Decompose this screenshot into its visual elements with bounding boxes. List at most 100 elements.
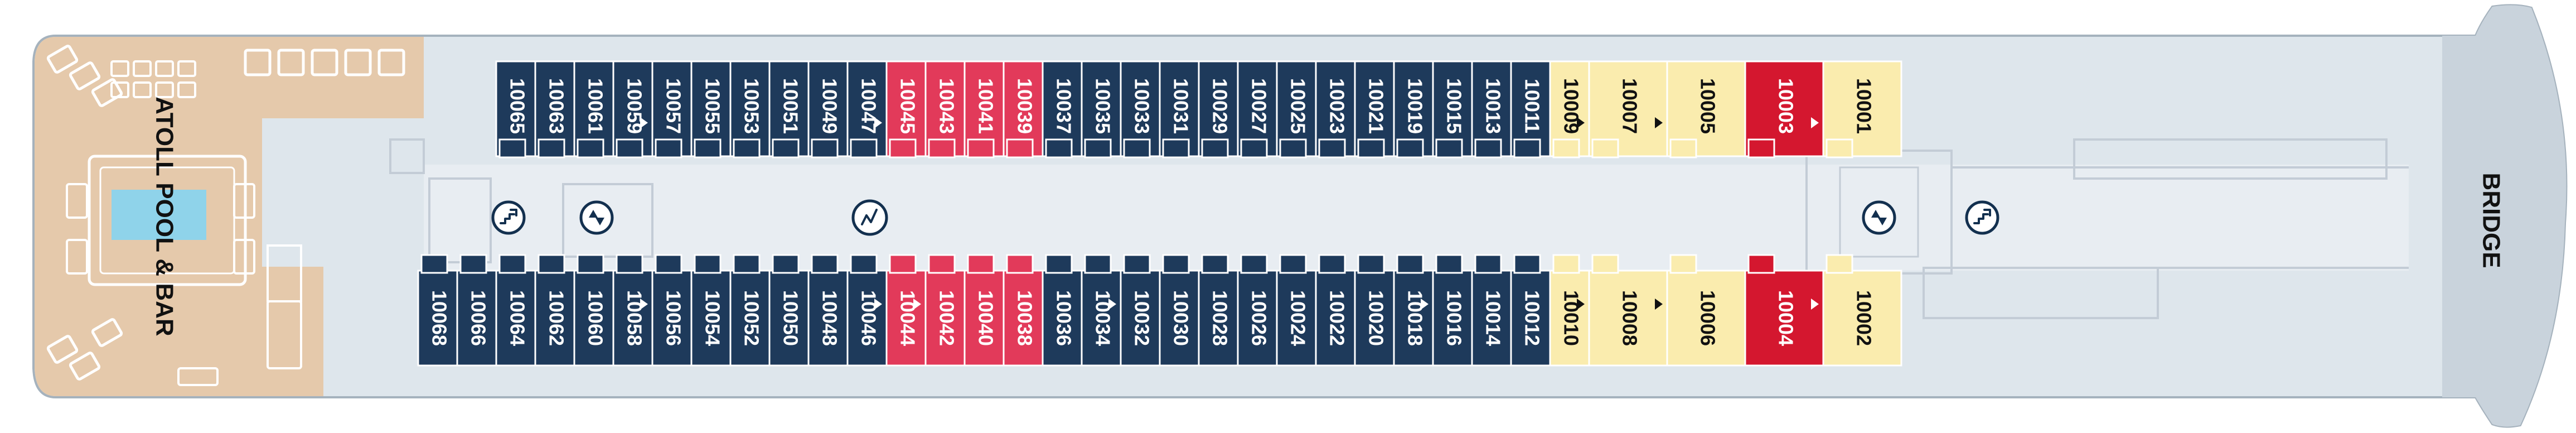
cabin-10007[interactable]: 10007 [1588, 60, 1668, 158]
cabin-number: 10008 [1618, 290, 1641, 346]
cabin-10008[interactable]: 10008 [1588, 254, 1668, 367]
corridor-details [267, 138, 2409, 319]
cabin-number: 10043 [935, 78, 958, 134]
cabin-10064[interactable]: 10064 [495, 254, 536, 367]
cabin-number: 10049 [818, 78, 841, 134]
cabin-10057[interactable]: 10057 [651, 60, 693, 158]
cabin-10006[interactable]: 10006 [1666, 254, 1746, 367]
cabin-number: 10001 [1852, 78, 1875, 134]
cabin-10011[interactable]: 10011 [1510, 60, 1551, 158]
cabin-number: 10012 [1521, 290, 1543, 346]
cabin-number: 10007 [1618, 78, 1641, 134]
cabin-10039[interactable]: 10039 [1003, 60, 1044, 158]
cabin-10052[interactable]: 10052 [729, 254, 771, 367]
cabin-number: 10066 [467, 290, 490, 346]
cabin-number: 10063 [545, 78, 568, 134]
cabin-10046[interactable]: 10046 [846, 254, 888, 367]
cabin-10043[interactable]: 10043 [924, 60, 966, 158]
cabin-10012[interactable]: 10012 [1510, 254, 1551, 367]
cabin-number: 10062 [545, 290, 568, 346]
cabin-number: 10055 [701, 78, 724, 134]
cabin-number: 10064 [506, 290, 529, 346]
cabin-10001[interactable]: 10001 [1822, 60, 1902, 158]
cabin-10033[interactable]: 10033 [1120, 60, 1161, 158]
cabin-number: 10033 [1130, 78, 1153, 134]
cabin-10024[interactable]: 10024 [1276, 254, 1317, 367]
cabin-10065[interactable]: 10065 [495, 60, 536, 158]
cabin-number: 10021 [1364, 78, 1387, 134]
cabin-10018[interactable]: 10018 [1393, 254, 1434, 367]
cabin-10022[interactable]: 10022 [1315, 254, 1356, 367]
cabin-10040[interactable]: 10040 [963, 254, 1005, 367]
cabin-10061[interactable]: 10061 [573, 60, 614, 158]
cabin-10027[interactable]: 10027 [1237, 60, 1278, 158]
cabin-10021[interactable]: 10021 [1354, 60, 1395, 158]
cabin-10005[interactable]: 10005 [1666, 60, 1746, 158]
accessible-icon [1577, 117, 1585, 128]
cabin-10058[interactable]: 10058 [612, 254, 653, 367]
cabin-10060[interactable]: 10060 [573, 254, 614, 367]
cabin-10050[interactable]: 10050 [768, 254, 810, 367]
cabin-10031[interactable]: 10031 [1159, 60, 1200, 158]
cabin-10034[interactable]: 10034 [1081, 254, 1122, 367]
cabin-10066[interactable]: 10066 [456, 254, 497, 367]
cabin-number: 10037 [1052, 78, 1075, 134]
cabin-10035[interactable]: 10035 [1081, 60, 1122, 158]
cabin-10010[interactable]: 10010 [1549, 254, 1590, 367]
cabin-number: 10054 [701, 290, 724, 346]
cabin-10045[interactable]: 10045 [885, 60, 927, 158]
accessible-icon [1577, 299, 1585, 310]
cabin-10030[interactable]: 10030 [1159, 254, 1200, 367]
cabin-number: 10029 [1208, 78, 1231, 134]
cabin-10063[interactable]: 10063 [534, 60, 575, 158]
cabin-10048[interactable]: 10048 [807, 254, 849, 367]
cabin-number: 10023 [1325, 78, 1348, 134]
cabin-10014[interactable]: 10014 [1471, 254, 1512, 367]
cabin-10023[interactable]: 10023 [1315, 60, 1356, 158]
cabin-10047[interactable]: 10047 [846, 60, 888, 158]
cabin-number: 10036 [1052, 290, 1075, 346]
cabin-number: 10027 [1247, 78, 1270, 134]
cabin-10032[interactable]: 10032 [1120, 254, 1161, 367]
cabin-10055[interactable]: 10055 [690, 60, 732, 158]
cabin-number: 10018 [1403, 290, 1426, 346]
cabin-10054[interactable]: 10054 [690, 254, 732, 367]
cabin-10002[interactable]: 10002 [1822, 254, 1902, 367]
cabin-10059[interactable]: 10059 [612, 60, 653, 158]
cabin-10009[interactable]: 10009 [1549, 60, 1590, 158]
cabin-10049[interactable]: 10049 [807, 60, 849, 158]
cabin-10038[interactable]: 10038 [1003, 254, 1044, 367]
cabin-10053[interactable]: 10053 [729, 60, 771, 158]
cabin-10013[interactable]: 10013 [1471, 60, 1512, 158]
cabin-10062[interactable]: 10062 [534, 254, 575, 367]
cabin-number: 10053 [740, 78, 763, 134]
accessible-icon [1108, 299, 1116, 310]
cabin-number: 10038 [1013, 290, 1036, 346]
cabin-number: 10024 [1286, 290, 1309, 346]
accessible-icon [913, 299, 921, 310]
cabin-number: 10032 [1130, 290, 1153, 346]
cabin-10020[interactable]: 10020 [1354, 254, 1395, 367]
cabin-10029[interactable]: 10029 [1198, 60, 1239, 158]
cabin-10015[interactable]: 10015 [1432, 60, 1473, 158]
cabin-10041[interactable]: 10041 [963, 60, 1005, 158]
cabin-10051[interactable]: 10051 [768, 60, 810, 158]
cabin-10042[interactable]: 10042 [924, 254, 966, 367]
cabin-number: 10050 [779, 290, 802, 346]
cabin-10036[interactable]: 10036 [1042, 254, 1083, 367]
cabin-10025[interactable]: 10025 [1276, 60, 1317, 158]
cabin-10003[interactable]: 10003 [1744, 60, 1824, 158]
cabin-10044[interactable]: 10044 [885, 254, 927, 367]
cabin-number: 10045 [896, 78, 919, 134]
cabin-10028[interactable]: 10028 [1198, 254, 1239, 367]
cabin-10016[interactable]: 10016 [1432, 254, 1473, 367]
cabin-10026[interactable]: 10026 [1237, 254, 1278, 367]
cabin-number: 10060 [584, 290, 607, 346]
cabin-10019[interactable]: 10019 [1393, 60, 1434, 158]
cabin-10068[interactable]: 10068 [417, 254, 458, 367]
cabin-number: 10026 [1247, 290, 1270, 346]
bridge-label: BRIDGE [2477, 172, 2505, 268]
cabin-10004[interactable]: 10004 [1744, 254, 1824, 367]
cabin-10056[interactable]: 10056 [651, 254, 693, 367]
cabin-10037[interactable]: 10037 [1042, 60, 1083, 158]
